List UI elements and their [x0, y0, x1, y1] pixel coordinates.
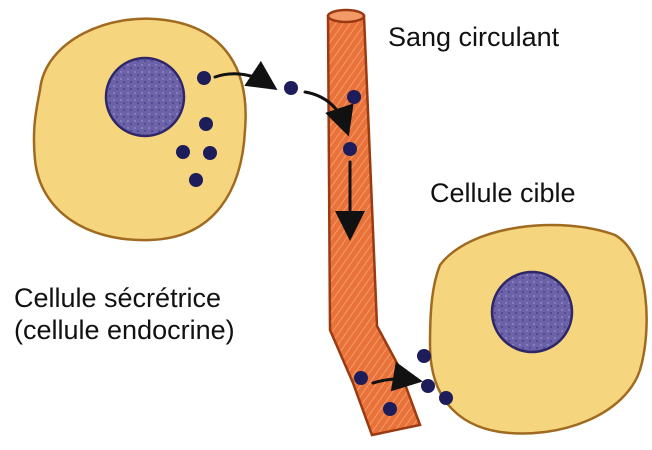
- target-cell-nucleus: [492, 272, 572, 352]
- secretory-cell-label-line1: Cellule sécrétrice: [14, 283, 221, 314]
- hormone-molecule: [284, 81, 298, 95]
- hormone-molecule: [421, 379, 435, 393]
- hormone-molecule: [354, 371, 368, 385]
- target-cell: [417, 225, 647, 433]
- target-cell-label: Cellule cible: [430, 178, 576, 209]
- blood-vessel-opening: [328, 10, 364, 22]
- secretory-cell-label-line2: (cellule endocrine): [14, 315, 235, 346]
- hormone-molecule: [203, 146, 217, 160]
- hormone-molecule: [197, 71, 211, 85]
- hormone-molecule: [189, 173, 203, 187]
- secretory-cell: [34, 19, 246, 240]
- hormone-molecule: [383, 402, 397, 416]
- blood-vessel-tube: [328, 16, 420, 435]
- hormone-molecule: [176, 145, 190, 159]
- blood-vessel: [328, 10, 420, 435]
- blood-label: Sang circulant: [388, 22, 559, 53]
- secretory-cell-nucleus: [106, 58, 184, 136]
- hormone-molecule: [347, 90, 361, 104]
- hormone-molecule: [343, 142, 357, 156]
- hormone-molecule: [439, 391, 453, 405]
- hormone-molecule: [417, 349, 431, 363]
- hormone-molecule: [199, 117, 213, 131]
